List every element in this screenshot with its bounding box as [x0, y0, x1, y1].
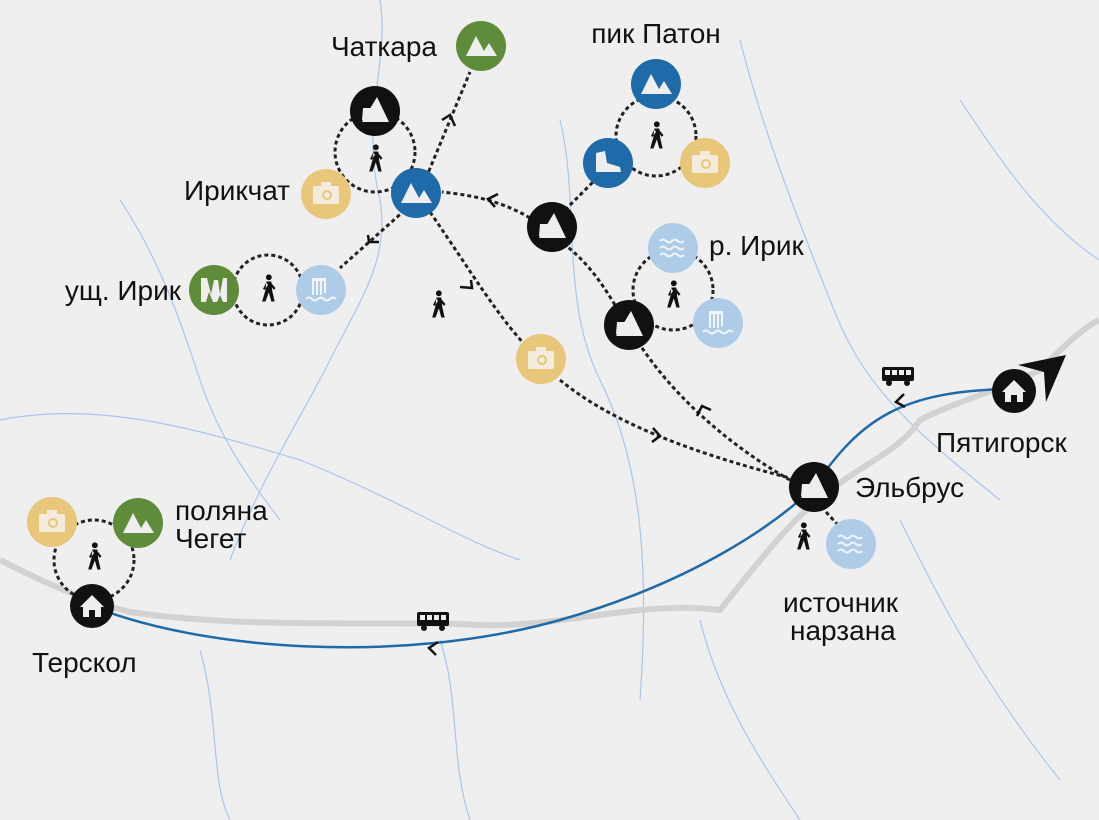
hiker-icon	[432, 290, 446, 318]
trail-arrow	[441, 113, 457, 127]
label-cheget-line1: поляна	[175, 495, 268, 526]
irikchat-marker[interactable]	[391, 168, 441, 218]
canyon-icon	[201, 278, 227, 302]
bus-route	[91, 387, 1015, 649]
label-chatkara: Чаткара	[331, 31, 437, 62]
trail-arrow	[695, 404, 712, 417]
waterfall-marker[interactable]	[296, 265, 346, 315]
trail-arrow	[651, 427, 662, 443]
chatkara-peak-marker[interactable]	[456, 21, 506, 71]
trail-arrow	[485, 192, 499, 208]
irikchat-camera-marker[interactable]	[301, 169, 351, 219]
trail-arrow	[459, 279, 474, 290]
bus-icon	[417, 612, 449, 631]
label-narzan-line2: нарзана	[790, 615, 896, 646]
camera-marker[interactable]	[516, 334, 566, 384]
route-arrow	[893, 393, 906, 409]
north-arrow-icon	[1018, 355, 1066, 402]
label-pik-paton: пик Патон	[591, 18, 720, 49]
label-narzan-line1: источник	[783, 587, 899, 618]
label-terskol: Терскол	[32, 647, 137, 678]
label-cheget-line2: Чегет	[175, 523, 246, 554]
hiker-icon	[369, 144, 383, 172]
road	[0, 317, 1099, 629]
camera-marker[interactable]	[27, 497, 77, 547]
tent-icon[interactable]	[527, 202, 577, 252]
label-irik-gorge: ущ. Ирик	[65, 275, 182, 306]
hiker-icon	[650, 121, 664, 149]
hiker-icon	[797, 522, 811, 550]
terskol-marker[interactable]	[70, 584, 114, 628]
route-arrow	[427, 640, 439, 656]
hiker-icon	[667, 280, 681, 308]
hiker-icon	[88, 542, 102, 570]
hiker-icon	[262, 274, 276, 302]
bus-icon	[882, 367, 914, 386]
pyatigorsk-marker[interactable]	[992, 369, 1036, 413]
waterfall-marker[interactable]	[693, 298, 743, 348]
label-elbrus: Эльбрус	[855, 472, 964, 503]
label-irik-river: р. Ирик	[709, 230, 804, 261]
cheget-marker[interactable]	[113, 498, 163, 548]
trail-arrow	[366, 234, 379, 244]
tent-icon[interactable]	[350, 86, 400, 136]
pik-paton-marker[interactable]	[631, 59, 681, 109]
elbrus-tent-icon[interactable]	[789, 462, 839, 512]
label-pyatigorsk: Пятигорск	[936, 427, 1067, 458]
camera-marker[interactable]	[680, 138, 730, 188]
irik-river-marker[interactable]	[648, 223, 698, 273]
label-irikchat: Ирикчат	[184, 175, 290, 206]
irik-gorge-marker[interactable]	[189, 265, 239, 315]
boot-marker[interactable]	[583, 138, 633, 188]
narzan-spring-marker[interactable]	[826, 519, 876, 569]
tent-icon[interactable]	[604, 300, 654, 350]
